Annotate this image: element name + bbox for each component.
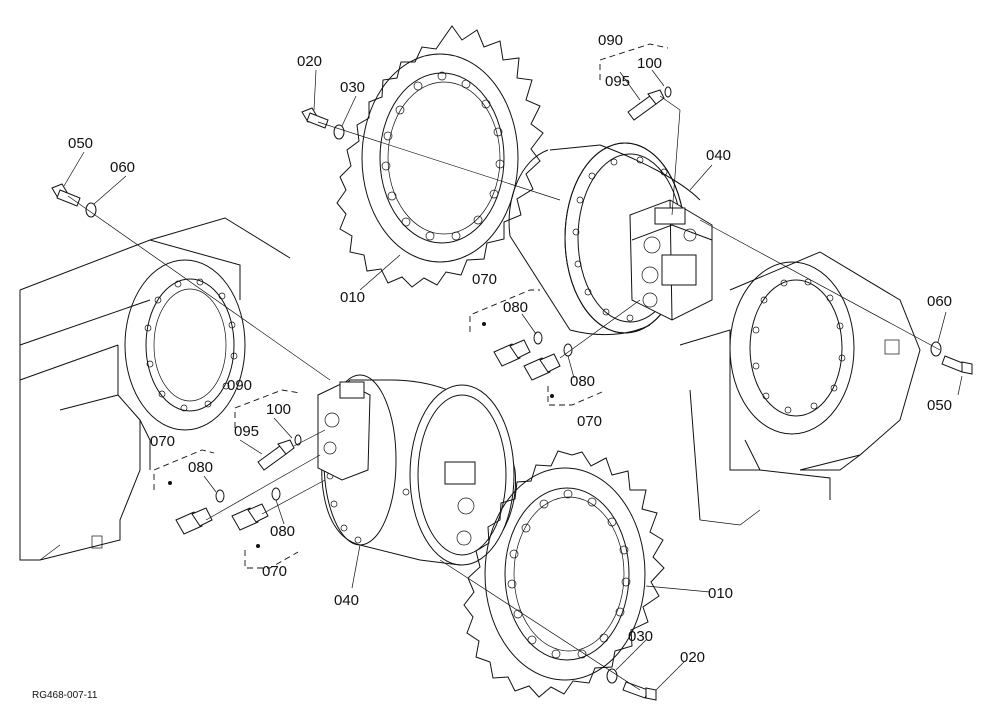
label-080-top-a: 080	[503, 299, 528, 316]
fitting-095-bottom	[257, 439, 295, 471]
washer-060-right	[930, 341, 942, 357]
sprocket-top	[336, 25, 544, 288]
label-010-bottom: 010	[708, 585, 733, 602]
label-050-right: 050	[927, 397, 952, 414]
label-070-bottom-b: 070	[262, 563, 287, 580]
bolt-050-left	[51, 183, 81, 207]
label-010-top: 010	[340, 289, 365, 306]
oring-100-bottom	[294, 434, 302, 446]
bolt-020-bottom	[622, 681, 657, 701]
label-070-top-b: 070	[577, 413, 602, 430]
assembly-axes	[67, 95, 941, 691]
plug-070-bottom-b	[231, 503, 269, 531]
label-070-bottom-a: 070	[150, 433, 175, 450]
valve-block-top	[629, 199, 713, 321]
label-080-top-b: 080	[570, 373, 595, 390]
oring-080-bottom-b	[271, 487, 281, 501]
frame-bolt-holes	[144, 278, 238, 412]
label-030-bottom: 030	[628, 628, 653, 645]
plug-070-top-b	[523, 353, 561, 381]
sprocket-bottom	[463, 450, 665, 698]
label-060-right: 060	[927, 293, 952, 310]
label-100-bottom: 100	[266, 401, 291, 418]
plug-070-top-a	[493, 339, 531, 367]
label-080-bottom-a: 080	[188, 459, 213, 476]
sprocket-top-bolt-holes	[381, 71, 505, 241]
bolt-050-right	[941, 355, 973, 375]
label-100-top: 100	[637, 55, 662, 72]
travel-motor-bottom	[317, 374, 517, 566]
label-040-top: 040	[706, 147, 731, 164]
valve-block-bottom	[317, 381, 371, 481]
label-020-bottom: 020	[680, 649, 705, 666]
oring-100-top	[664, 86, 672, 98]
left-track-frame	[19, 217, 291, 561]
washer-030-top	[333, 124, 345, 140]
label-020-top: 020	[297, 53, 322, 70]
label-040-bottom: 040	[334, 592, 359, 609]
label-080-bottom-b: 080	[270, 523, 295, 540]
bolt-020-top	[301, 107, 329, 129]
part-labels: 020 030 050 060 010 090 095 100 040 070 …	[68, 32, 952, 666]
label-leaders	[63, 69, 963, 691]
travel-motor-top	[508, 142, 713, 336]
motor-top-bolt-holes	[572, 156, 668, 322]
label-070-top-a: 070	[472, 271, 497, 288]
group-brackets	[153, 43, 669, 569]
label-090-bottom: 090	[227, 377, 252, 394]
right-track-frame	[679, 251, 921, 526]
sprocket-bottom-bolt-holes	[507, 489, 631, 659]
plug-070-bottom-a	[175, 507, 213, 535]
oring-080-top-a	[533, 331, 543, 345]
label-090-top: 090	[598, 32, 623, 49]
drawing-code: RG468-007-11	[32, 690, 98, 701]
label-030-top: 030	[340, 79, 365, 96]
label-060-left: 060	[110, 159, 135, 176]
label-095-top: 095	[605, 73, 630, 90]
label-095-bottom: 095	[234, 423, 259, 440]
label-050-left: 050	[68, 135, 93, 152]
oring-080-bottom-a	[215, 489, 225, 503]
washer-030-bottom	[606, 668, 618, 684]
fitting-095-top	[627, 89, 665, 121]
right-frame-bolt-holes	[752, 278, 846, 414]
